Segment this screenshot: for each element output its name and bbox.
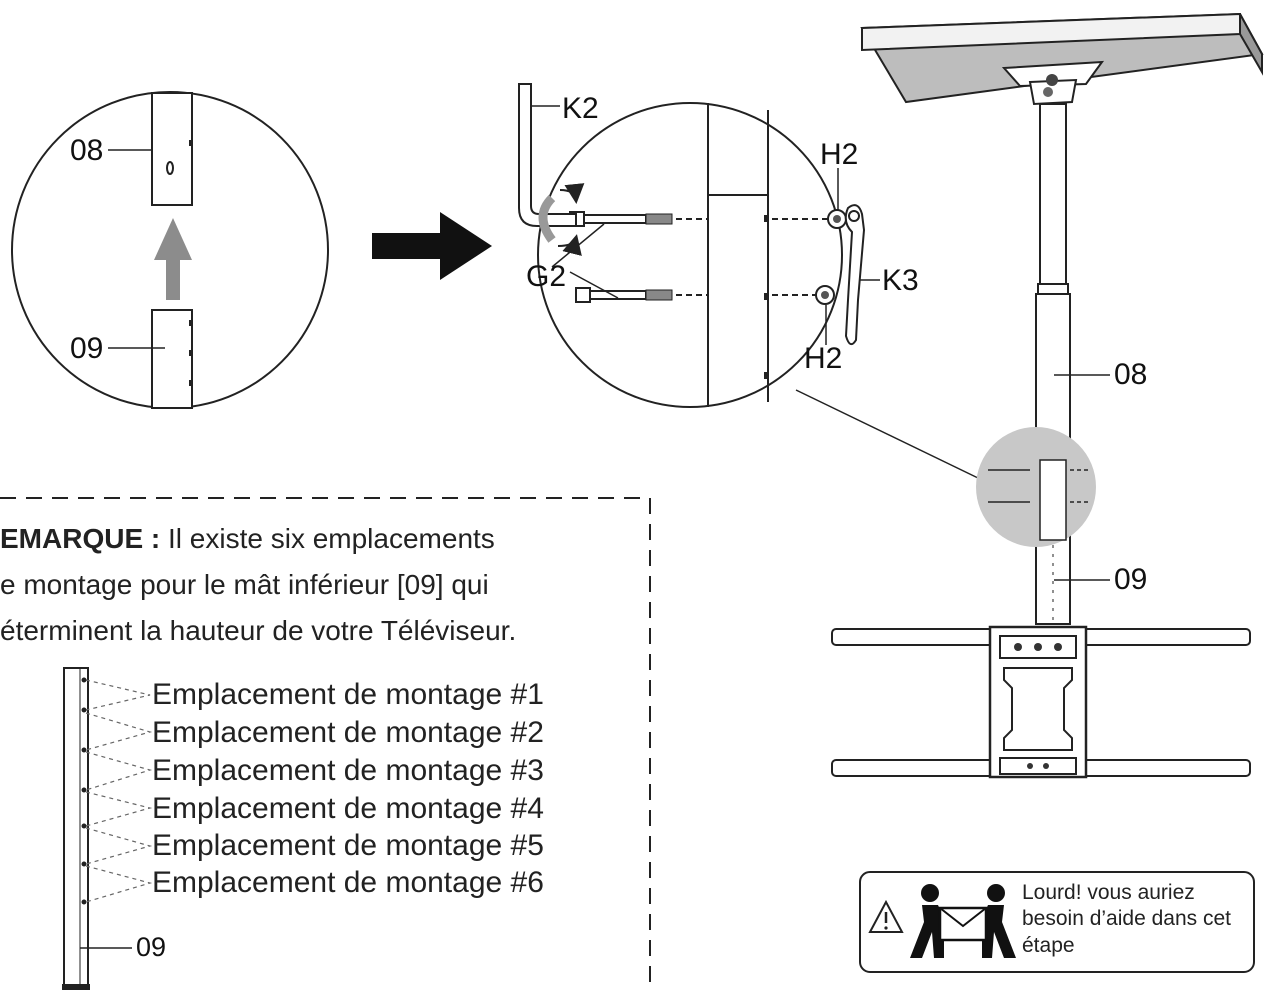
pole-08-segment (151, 92, 193, 206)
mounting-location-3: Emplacement de montage #3 (152, 754, 544, 787)
label-09-note: 09 (136, 932, 167, 962)
note-line-3: éterminent la hauteur de votre Téléviseu… (0, 615, 517, 646)
label-08-right: 08 (1114, 358, 1148, 391)
note-heading: EMARQUE : (0, 523, 161, 554)
mounting-location-5: Emplacement de montage #5 (152, 829, 544, 862)
label-g2: G2 (526, 260, 567, 293)
next-step-arrow (372, 212, 492, 280)
label-h2-top: H2 (820, 138, 859, 171)
label-k2: K2 (562, 92, 599, 125)
warning-text: Lourd! vous auriez besoin d’aide dans ce… (1022, 881, 1231, 957)
warning-triangle-icon (868, 899, 904, 933)
ceiling-mount-assembly (831, 12, 1264, 779)
note-text: EMARQUE : Il existe six emplacements e m… (0, 520, 640, 658)
bolt-g2-bottom (575, 287, 673, 303)
mounting-location-6: Emplacement de montage #6 (152, 866, 544, 899)
label-09-left: 09 (70, 332, 104, 365)
note-line-1: EMARQUE : Il existe six emplacements (0, 520, 640, 566)
joint-highlight (976, 427, 1096, 547)
wrench-k3 (844, 204, 866, 346)
note-line-2: e montage pour le mât inférieur [09] qui (0, 569, 489, 600)
note-line-1-rest: Il existe six emplacements (160, 523, 495, 554)
label-09-right: 09 (1114, 563, 1148, 596)
note-box (0, 497, 651, 990)
nut-h2-top (827, 209, 847, 229)
pole-09-segment (151, 309, 193, 409)
label-h2-bottom: H2 (804, 342, 843, 375)
detail-circle-bolting (537, 102, 866, 408)
nut-h2-bottom (815, 285, 835, 305)
label-08-left: 08 (70, 134, 104, 167)
mounting-location-1: Emplacement de montage #1 (152, 678, 544, 711)
warning-box (859, 871, 1255, 973)
mounting-location-2: Emplacement de montage #2 (152, 716, 544, 749)
pole-09-note (62, 667, 153, 990)
label-k3: K3 (882, 264, 919, 297)
ceiling-slab (860, 12, 1264, 104)
tv-bracket (831, 625, 1251, 779)
allen-key-k2 (518, 83, 585, 256)
mounting-location-4: Emplacement de montage #4 (152, 792, 544, 825)
detail-circle-insert (11, 91, 329, 409)
insert-up-arrow (154, 218, 192, 300)
pole-08 (1039, 103, 1067, 285)
bolt-g2-top (569, 211, 673, 227)
two-person-lift-icon (910, 884, 1016, 958)
